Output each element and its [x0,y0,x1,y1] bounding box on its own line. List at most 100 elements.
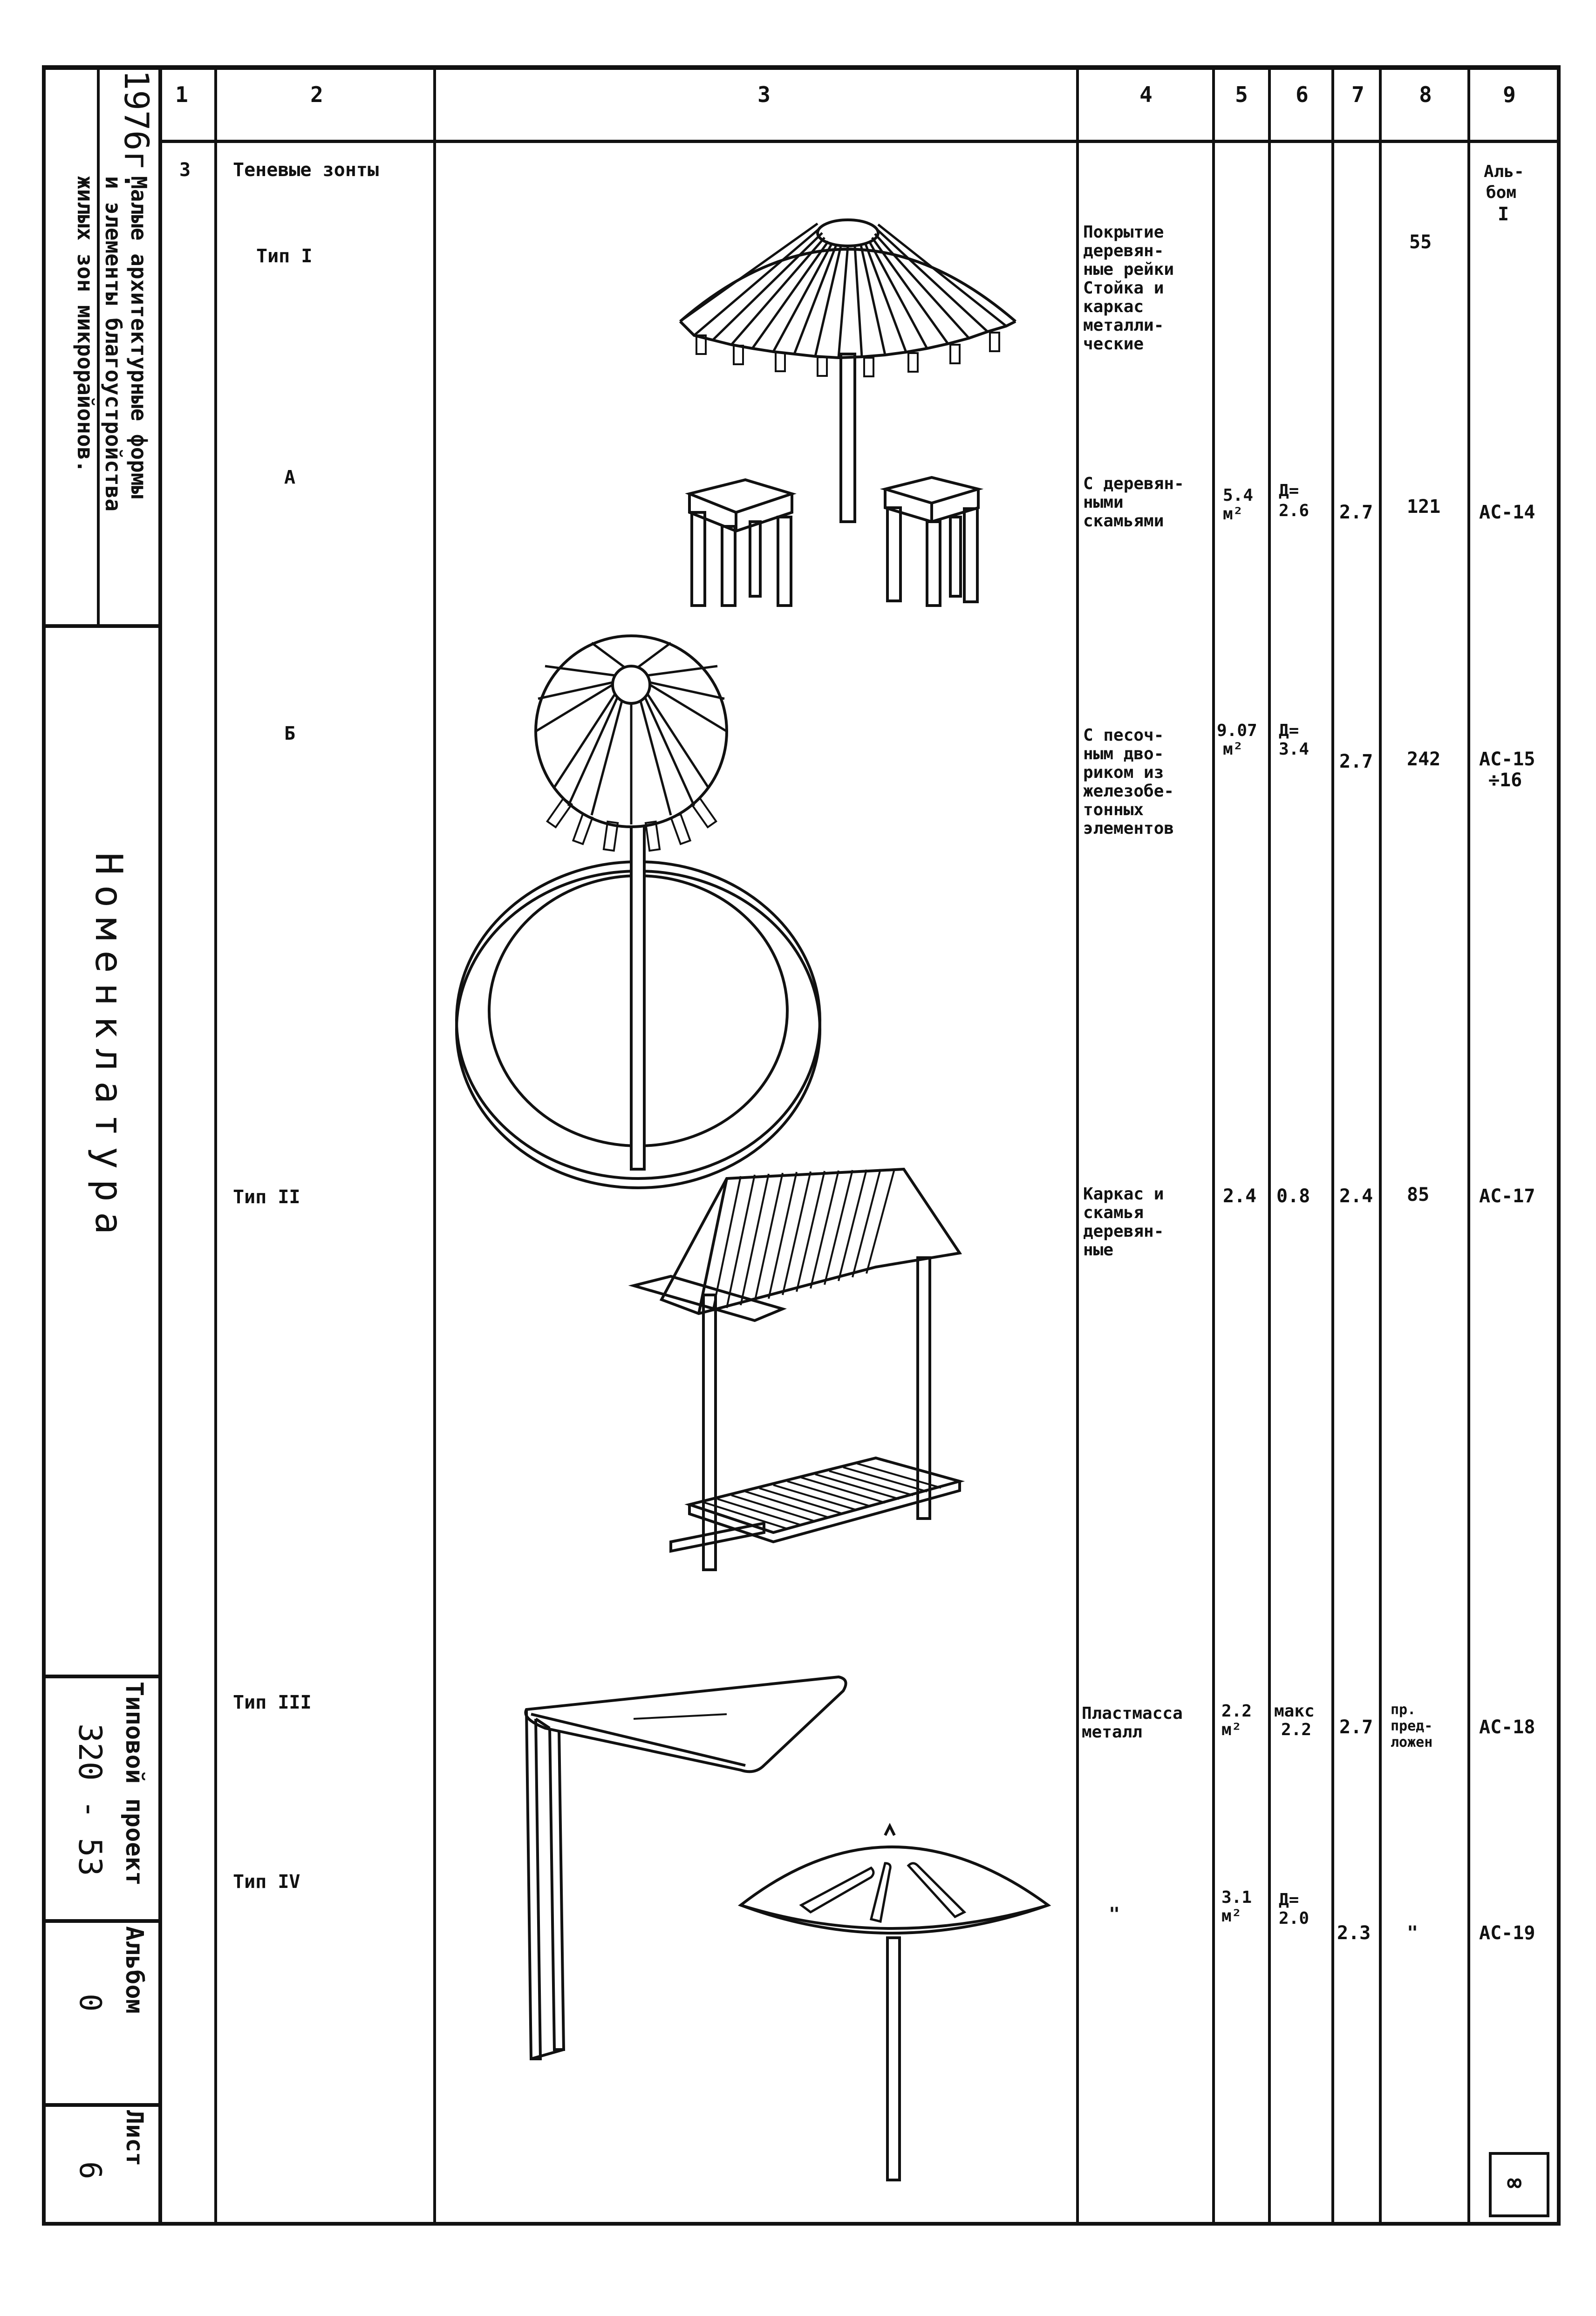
type1-desc-3: ные рейки [1083,260,1174,279]
row-b-desc-4: железобе- [1083,782,1174,801]
type1-desc-2: деревян- [1083,241,1164,260]
row-b-desc-2: ным дво- [1083,744,1164,763]
type3-col9: АС-18 [1479,1717,1535,1738]
row-b-col5-1: 9.07 [1217,721,1257,740]
top-border [42,65,1561,70]
row-b-col9-2: ÷16 [1488,770,1522,791]
footer-mark-box [1489,2152,1549,2217]
col8-divider [1467,65,1470,2226]
col3-divider [1076,65,1079,2226]
row-a-col5-2: м² [1223,504,1243,524]
title-line-2: и элементы благоустройства [101,176,126,512]
row-a-col6-2: 2.6 [1279,501,1310,520]
col-header-9: 9 [1503,82,1516,107]
type1-desc-6: металли- [1083,316,1164,335]
type2-desc-1: Каркас и [1083,1185,1164,1204]
col2-divider [433,65,436,2226]
type1-col9-3: I [1498,204,1509,225]
type1-desc-4: Стойка и [1083,279,1164,298]
col4-divider [1212,65,1215,2226]
section-title: Номенклатура [87,852,130,1245]
year-label: 1976г. [117,70,156,191]
type4-label: Тип IV [233,1871,300,1893]
type1-desc-1: Покрытие [1083,223,1164,242]
sidebar-title-divider [97,65,100,628]
type4-col8: " [1407,1922,1419,1944]
col-header-3: 3 [757,82,771,107]
col-header-7: 7 [1351,82,1364,107]
folded-shelter-drawing [524,1675,847,2060]
type3-col5-2: м² [1221,1720,1242,1739]
row-a-desc-3: скамьями [1083,511,1164,531]
row-b-col6-2: 3.4 [1279,740,1310,759]
row-a-col6-1: Д= [1279,481,1299,500]
col-header-8: 8 [1419,82,1432,107]
type2-desc-4: ные [1083,1240,1114,1260]
type4-col6-2: 2.0 [1279,1909,1310,1928]
group-title: Теневые зонты [233,159,379,181]
row-b-label: Б [284,723,296,744]
umbrella-sandpit-drawing [455,634,821,1189]
col-header-6: 6 [1296,82,1309,107]
group-number: 3 [179,159,191,181]
row-b-col6-1: Д= [1279,721,1299,740]
type2-col5: 2.4 [1223,1185,1257,1207]
row-b-col7: 2.7 [1339,751,1373,772]
type3-col5-1: 2.2 [1221,1702,1252,1721]
umbrella-benches-drawing [679,218,1016,607]
type3-col8-2: пред- [1391,1718,1433,1734]
row-a-desc-2: ными [1083,493,1124,512]
type1-label: Тип I [256,245,313,267]
pergola-bench-drawing [628,1167,965,1571]
type1-col9-2: бом [1486,183,1517,202]
row-b-desc-1: С песоч- [1083,726,1164,745]
type3-col8-3: ложен [1391,1734,1433,1751]
row-a-col7: 2.7 [1339,502,1373,523]
type4-col5-1: 3.1 [1221,1888,1252,1907]
type3-col7: 2.7 [1339,1717,1373,1738]
col-header-5: 5 [1235,82,1248,107]
type4-col6-1: Д= [1279,1890,1299,1909]
type2-desc-2: скамья [1083,1203,1144,1222]
col6-divider [1331,65,1334,2226]
type4-col5-2: м² [1221,1907,1242,1926]
footer-mark: ∞ [1507,2169,1522,2197]
sidebar-divider-3 [42,1919,162,1923]
sidebar-divider-2 [42,1675,162,1678]
row-a-label: А [284,467,296,488]
sheet-label: Лист [121,2110,148,2166]
row-b-col5-2: м² [1223,740,1243,759]
type4-col7: 2.3 [1337,1922,1371,1944]
col-header-1: 1 [175,82,188,107]
row-b-col9-1: АС-15 [1479,749,1535,770]
type1-desc-5: каркас [1083,297,1144,316]
right-border [1557,65,1561,2226]
type3-col8-1: пр. [1391,1702,1416,1718]
row-b-desc-3: риком из [1083,763,1164,782]
type3-label: Тип III [233,1692,312,1713]
type2-col9: АС-17 [1479,1185,1535,1207]
row-b-col8: 242 [1407,749,1441,770]
sheet-value: 6 [73,2161,107,2180]
sidebar-divider-4 [42,2103,162,2107]
title-line-1: Малые архитектурные формы [126,176,151,499]
row-a-col8: 121 [1407,496,1441,518]
type4-desc: " [1109,1904,1120,1925]
row-b-desc-5: тонных [1083,800,1144,819]
type2-desc-3: деревян- [1083,1222,1164,1241]
project-number: 320 - 53 [71,1723,108,1876]
type2-col7: 2.4 [1339,1185,1373,1207]
album-label: Альбом [120,1926,148,2014]
type2-label: Тип II [233,1186,300,1208]
type3-col6-1: макс [1274,1702,1315,1721]
type2-col8: 85 [1407,1184,1430,1206]
type1-col8: 55 [1409,232,1432,253]
type4-col9: АС-19 [1479,1922,1535,1944]
type3-desc-1: Пластмасса [1082,1704,1183,1723]
title-line-3: жилых зон микрорайонов. [73,176,98,473]
sidebar-divider-1 [42,624,162,628]
type3-col6-2: 2.2 [1281,1720,1312,1739]
type3-desc-2: металл [1082,1723,1143,1742]
type1-desc-7: ческие [1083,334,1144,354]
type1-col9-1: Аль- [1484,162,1524,181]
